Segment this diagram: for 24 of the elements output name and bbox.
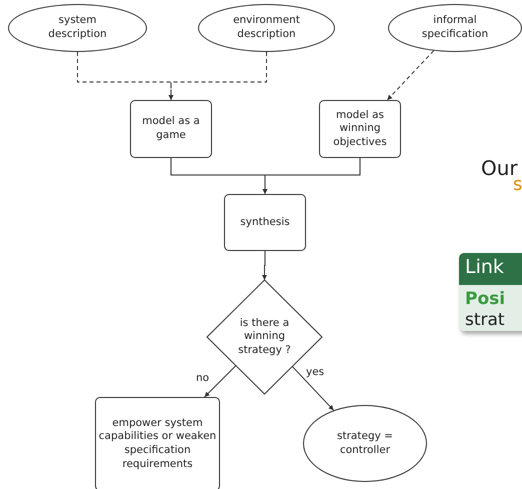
block-text: Posi <box>465 289 506 309</box>
process-box <box>319 100 401 158</box>
node-text: informal specification <box>420 14 490 42</box>
ellipse-node <box>388 4 522 52</box>
node-text: is there a winning strategy ? <box>237 316 292 358</box>
node-text: synthesis <box>239 216 291 230</box>
edge-label: yes <box>306 366 324 379</box>
process-box <box>95 397 220 489</box>
arrow <box>168 52 267 100</box>
arrow <box>386 50 434 100</box>
node-text: strategy = controller <box>336 430 394 458</box>
node-text: model as winning objectives <box>332 108 388 150</box>
block-text: strat <box>465 310 505 330</box>
arrow <box>262 250 267 280</box>
node-text: model as a game <box>141 115 201 143</box>
arrow <box>262 158 360 194</box>
process-box <box>130 100 212 158</box>
block-title: Link <box>465 256 504 278</box>
process-box <box>224 194 306 251</box>
arrow <box>292 366 334 411</box>
arrow <box>204 365 236 398</box>
node-text: environment description <box>232 14 301 42</box>
node-text: system description <box>47 14 108 42</box>
node-text: empower system capabilities or weaken specification requirements <box>98 416 218 472</box>
